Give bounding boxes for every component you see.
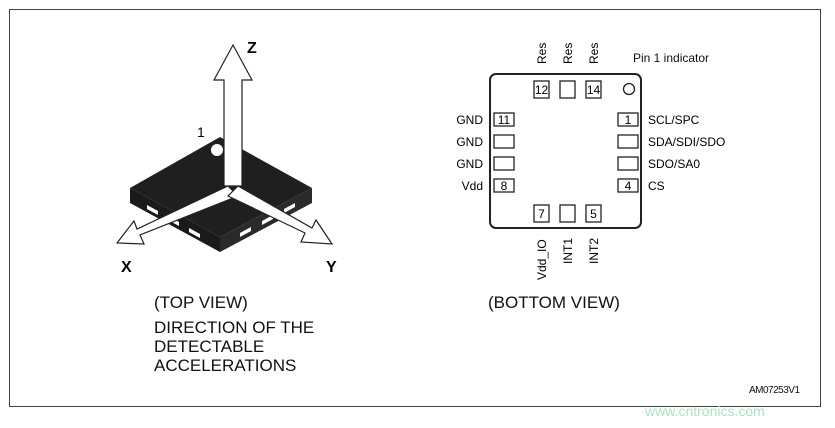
pad-8 [493,178,515,193]
right-pin-label-1: SCL/SPC [648,113,700,127]
bottom-pin-label-3: INT2 [587,238,601,264]
right-pin-label-4: CS [648,179,665,193]
axis-y-label: Y [326,259,337,276]
left-pin-label-2: GND [456,135,483,149]
pad-14 [585,80,602,99]
pad-11 [493,112,515,127]
pad-3 [617,156,639,171]
direction-description: DIRECTION OF THE DETECTABLE ACCELERATION… [154,318,315,375]
z-axis-arrow [212,43,254,187]
left-pads [493,112,515,193]
bottom-pads [533,204,602,223]
bottom-pin-label-2: INT1 [561,238,575,264]
pad-13 [559,80,576,99]
top-pin-label-3: Res [587,43,601,64]
pin-number-right-4: 4 [625,179,632,193]
bottom-pin-label-1: Vdd_IO [535,239,549,280]
pad-5 [585,204,602,223]
pin-number-bottom-3: 5 [590,207,597,221]
right-pin-label-2: SDA/SDI/SDO [648,135,725,149]
watermark: www.cntronics.com [645,403,765,419]
x-axis-arrow [115,185,240,245]
right-pads [617,112,639,193]
package-outline [489,73,642,229]
right-pin-label-3: SDO/SA0 [648,157,700,171]
pad-6 [559,204,576,223]
pin-number-right-1: 1 [625,113,632,127]
axis-arrows [115,43,334,245]
pad-10 [493,134,515,149]
pad-12 [533,80,550,99]
top-pin-label-1: Res [535,43,549,64]
pin-number-top-1: 12 [535,83,549,97]
bottom-view-caption: (BOTTOM VIEW) [488,293,620,312]
pin-number-left-4: 8 [501,179,508,193]
pad-7 [533,204,550,223]
package-bottom-view [489,73,642,229]
pad-4 [617,178,639,193]
pin-number-left-1: 11 [498,113,511,127]
pad-9 [493,156,515,171]
left-pin-label-3: GND [456,157,483,171]
pad-2 [617,134,639,149]
pin-one-label: 1 [197,124,205,140]
axis-x-label: X [121,259,132,276]
pin1-indicator-circle [622,82,636,96]
left-pin-label-1: GND [456,113,483,127]
top-pads [533,80,602,99]
pin-number-top-3: 14 [587,83,601,97]
pin1-indicator-label: Pin 1 indicator [633,51,710,65]
y-axis-arrow [226,185,334,245]
pin1-dot [211,144,223,156]
figure-id: AM07253V1 [749,385,800,396]
top-pin-label-2: Res [561,43,575,64]
left-pin-label-4: Vdd [462,179,483,193]
pad-1 [617,112,639,127]
top-view-caption: (TOP VIEW) [154,293,248,312]
axis-z-label: Z [247,40,257,57]
package-right-pads [240,203,295,237]
pin-number-bottom-1: 7 [538,207,545,221]
figure-frame [9,9,821,407]
